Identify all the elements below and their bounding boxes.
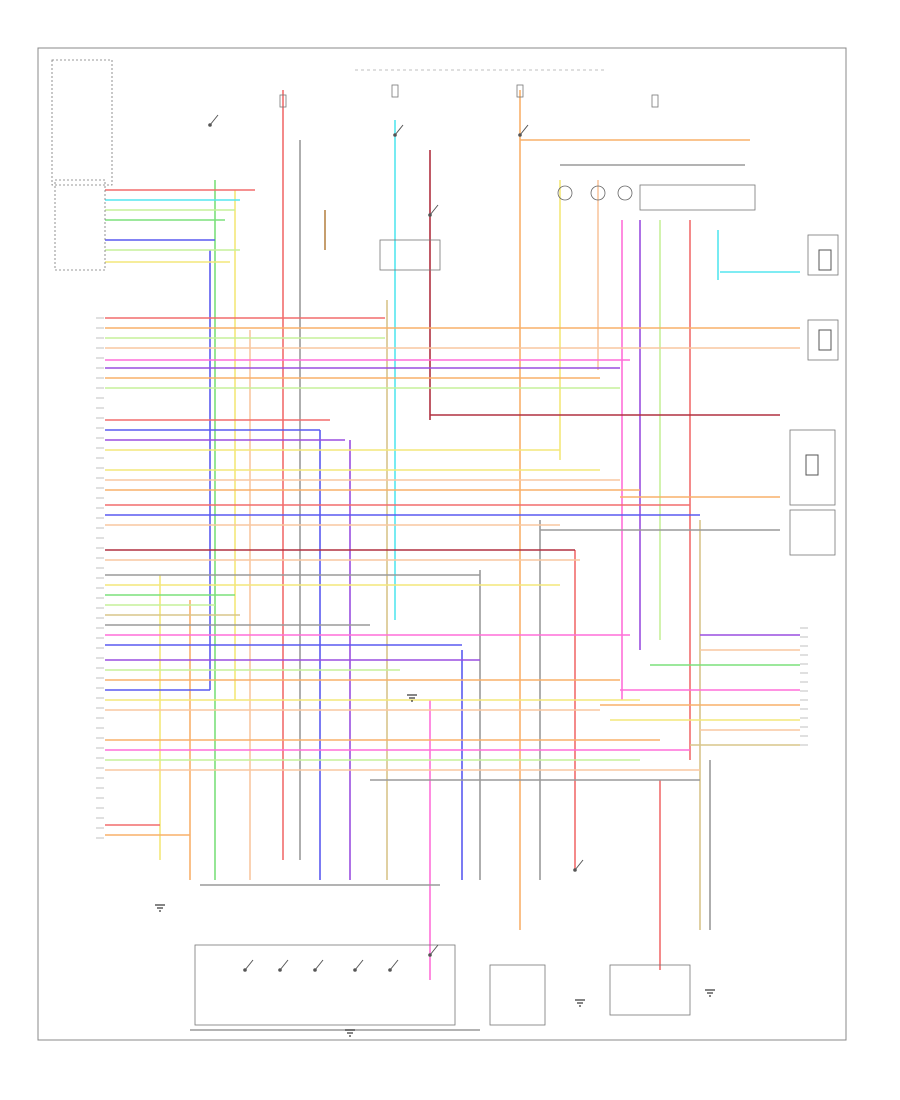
switch-icon: [244, 959, 254, 971]
switch-icon: [429, 204, 439, 216]
switch-icon: [388, 968, 392, 972]
component-box: [489, 964, 546, 1026]
switch-icon: [429, 944, 439, 956]
component-box: [789, 509, 836, 556]
switch-icon: [354, 959, 364, 971]
switch-icon: [209, 114, 219, 126]
switch-icon: [519, 124, 529, 136]
component-box: [54, 179, 106, 271]
connector-pins: [96, 317, 808, 839]
component-box: [807, 319, 839, 361]
switch-icon: [573, 868, 577, 872]
switch-icon: [208, 123, 212, 127]
switch-icon: [428, 953, 432, 957]
solenoid-icon: [818, 329, 832, 351]
fuse-icon: [279, 94, 287, 108]
switch-icon: [389, 959, 399, 971]
ground-symbols: [155, 694, 715, 1037]
indicator-icon: [617, 185, 633, 201]
component-box: [807, 234, 839, 276]
horizontal-wires: [105, 139, 800, 1031]
switch-icon: [278, 968, 282, 972]
solenoid-icon: [818, 249, 832, 271]
switch-icon: [353, 968, 357, 972]
indicator-icon: [590, 185, 606, 201]
diagram-frame: [37, 47, 847, 1041]
vertical-wires: [159, 90, 719, 980]
fuse-icon: [516, 84, 524, 98]
component-box: [51, 59, 113, 186]
switch-icon: [428, 213, 432, 217]
switch-icon: [393, 133, 397, 137]
switch-icon: [394, 124, 404, 136]
component-box: [379, 239, 441, 271]
switch-icon: [313, 968, 317, 972]
switch-icon: [279, 959, 289, 971]
component-box: [194, 944, 456, 1026]
component-box: [639, 184, 756, 211]
component-box: [789, 429, 836, 506]
components: [51, 59, 839, 1026]
switch-icon: [574, 859, 584, 871]
indicator-icon: [557, 185, 573, 201]
fuse-icon: [651, 94, 659, 108]
switch-icon: [314, 959, 324, 971]
component-box: [609, 964, 691, 1016]
fuse-icon: [391, 84, 399, 98]
switch-icon: [243, 968, 247, 972]
switch-icon: [518, 133, 522, 137]
solenoid-icon: [805, 454, 819, 476]
